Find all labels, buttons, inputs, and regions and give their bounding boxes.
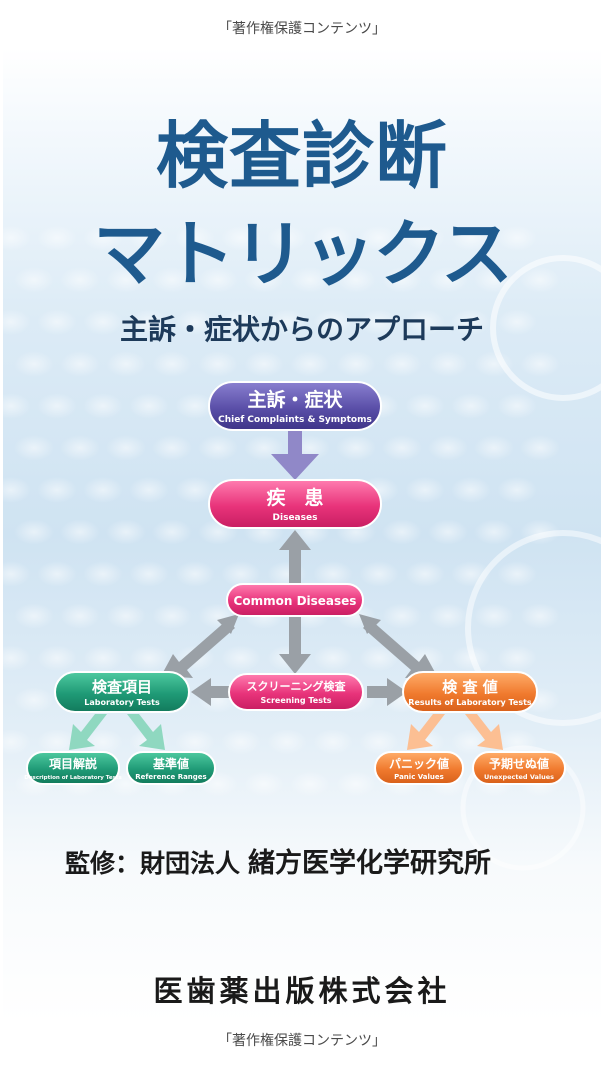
svg-text:パニック値: パニック値	[389, 756, 449, 771]
svg-text:Screening Tests: Screening Tests	[260, 696, 331, 705]
watermark-bottom: 「著作権保護コンテンツ」	[218, 1033, 386, 1049]
svg-text:Panic Values: Panic Values	[394, 773, 444, 781]
node-diseases: 疾 患 Diseases	[208, 479, 382, 529]
publisher-name: 医歯薬出版株式会社	[153, 974, 451, 1008]
node-unexpected: 予期せぬ値 Unexpected Values	[472, 751, 566, 785]
light-arrows	[69, 714, 503, 750]
arrow-complaints-to-diseases	[271, 430, 319, 480]
node-common-diseases: Common Diseases	[226, 583, 364, 617]
node-complaints: 主訴・症状 Chief Complaints & Symptoms	[208, 381, 382, 431]
svg-text:基準値: 基準値	[152, 756, 189, 771]
svg-text:スクリーニング検査: スクリーニング検査	[247, 679, 346, 693]
svg-text:Diseases: Diseases	[273, 513, 318, 523]
svg-text:Unexpected Values: Unexpected Values	[484, 773, 554, 781]
svg-text:Reference Ranges: Reference Ranges	[135, 773, 206, 781]
svg-text:検 査 値: 検 査 値	[442, 678, 497, 696]
node-description: 項目解説 Description of Laboratory Tests	[24, 751, 122, 785]
supervisor-organization: 緒方医学化学研究所	[248, 848, 492, 879]
node-reference: 基準値 Reference Ranges	[126, 751, 216, 785]
watermark-top: 「著作権保護コンテンツ」	[218, 21, 386, 37]
subtitle: 主訴・症状からのアプローチ	[119, 313, 484, 346]
svg-text:検査項目: 検査項目	[92, 678, 152, 696]
supervisor-label: 監修：財団法人	[65, 849, 241, 878]
svg-text:Description of Laboratory Test: Description of Laboratory Tests	[24, 775, 122, 781]
node-lab-results: 検 査 値 Results of Laboratory Tests	[402, 671, 538, 713]
svg-text:予期せぬ値: 予期せぬ値	[489, 756, 549, 771]
svg-text:疾 患: 疾 患	[266, 486, 323, 509]
node-lab-tests: 検査項目 Laboratory Tests	[54, 671, 190, 713]
svg-text:Laboratory Tests: Laboratory Tests	[84, 698, 160, 707]
book-cover: 検査診断 マトリックス 主訴・症状からのアプローチ	[3, 48, 601, 1023]
title-line-1: 検査診断	[155, 114, 448, 198]
svg-text:Chief Complaints & Symptoms: Chief Complaints & Symptoms	[218, 415, 372, 425]
background-pattern	[3, 225, 601, 871]
svg-text:Common Diseases: Common Diseases	[234, 594, 357, 608]
node-screening-tests: スクリーニング検査 Screening Tests	[228, 673, 364, 711]
node-panic: パニック値 Panic Values	[374, 751, 464, 785]
diagnosis-flow-diagram: 主訴・症状 Chief Complaints & Symptoms 疾 患 Di…	[24, 381, 566, 785]
supervisor-credit: 監修：財団法人緒方医学化学研究所	[65, 841, 491, 880]
title-line-2: マトリックス	[93, 212, 513, 296]
svg-text:主訴・症状: 主訴・症状	[247, 388, 343, 411]
svg-text:Results of Laboratory Tests: Results of Laboratory Tests	[408, 698, 532, 707]
svg-text:項目解説: 項目解説	[49, 756, 97, 771]
